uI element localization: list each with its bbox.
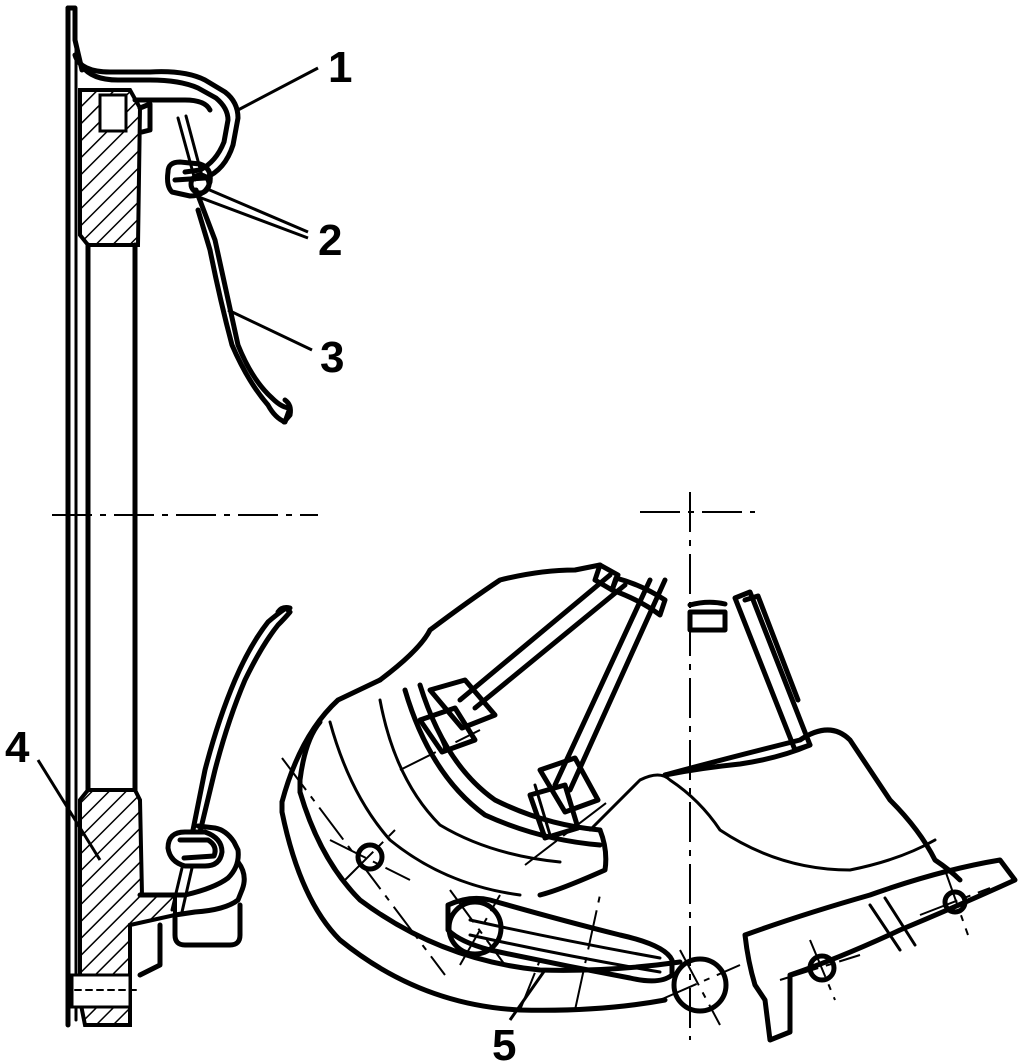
rivet-hole-mid xyxy=(807,953,837,983)
callout-label-3: 3 xyxy=(320,333,344,382)
cover-housing-upper xyxy=(72,52,241,183)
rivet-assembly-lower xyxy=(165,829,225,914)
cross-section-view xyxy=(52,5,318,1028)
strap-rivet-left xyxy=(446,899,504,957)
rivet-assembly-upper xyxy=(165,114,213,199)
callout-2: 2 xyxy=(195,186,342,265)
callout-4: 4 xyxy=(5,723,102,861)
callout-label-4: 4 xyxy=(5,723,30,772)
diaphragm-finger-upper xyxy=(193,187,293,425)
upper-bolt xyxy=(98,93,128,133)
cover-outline xyxy=(377,562,603,683)
diaphragm-finger-lower xyxy=(190,605,293,835)
callout-1: 1 xyxy=(237,43,352,112)
pitch-lines xyxy=(281,729,991,1026)
callout-label-1: 1 xyxy=(328,43,352,92)
lever-block-upper xyxy=(417,677,498,755)
callout-label-5: 5 xyxy=(492,1021,516,1063)
front-view xyxy=(279,492,1018,1043)
callout-5: 5 xyxy=(492,969,547,1063)
lower-hub-section xyxy=(78,788,177,1027)
rivet-hole-right xyxy=(942,889,968,915)
cover-housing-lower xyxy=(137,823,247,978)
release-levers xyxy=(457,572,668,793)
outer-ring xyxy=(279,677,383,805)
lever-block-lower xyxy=(527,755,601,841)
callout-label-2: 2 xyxy=(318,216,342,265)
rivet-hole-left xyxy=(355,842,385,872)
callout-3: 3 xyxy=(227,308,344,382)
strap-rivet-right xyxy=(671,956,729,1014)
right-flange xyxy=(742,857,1018,1043)
